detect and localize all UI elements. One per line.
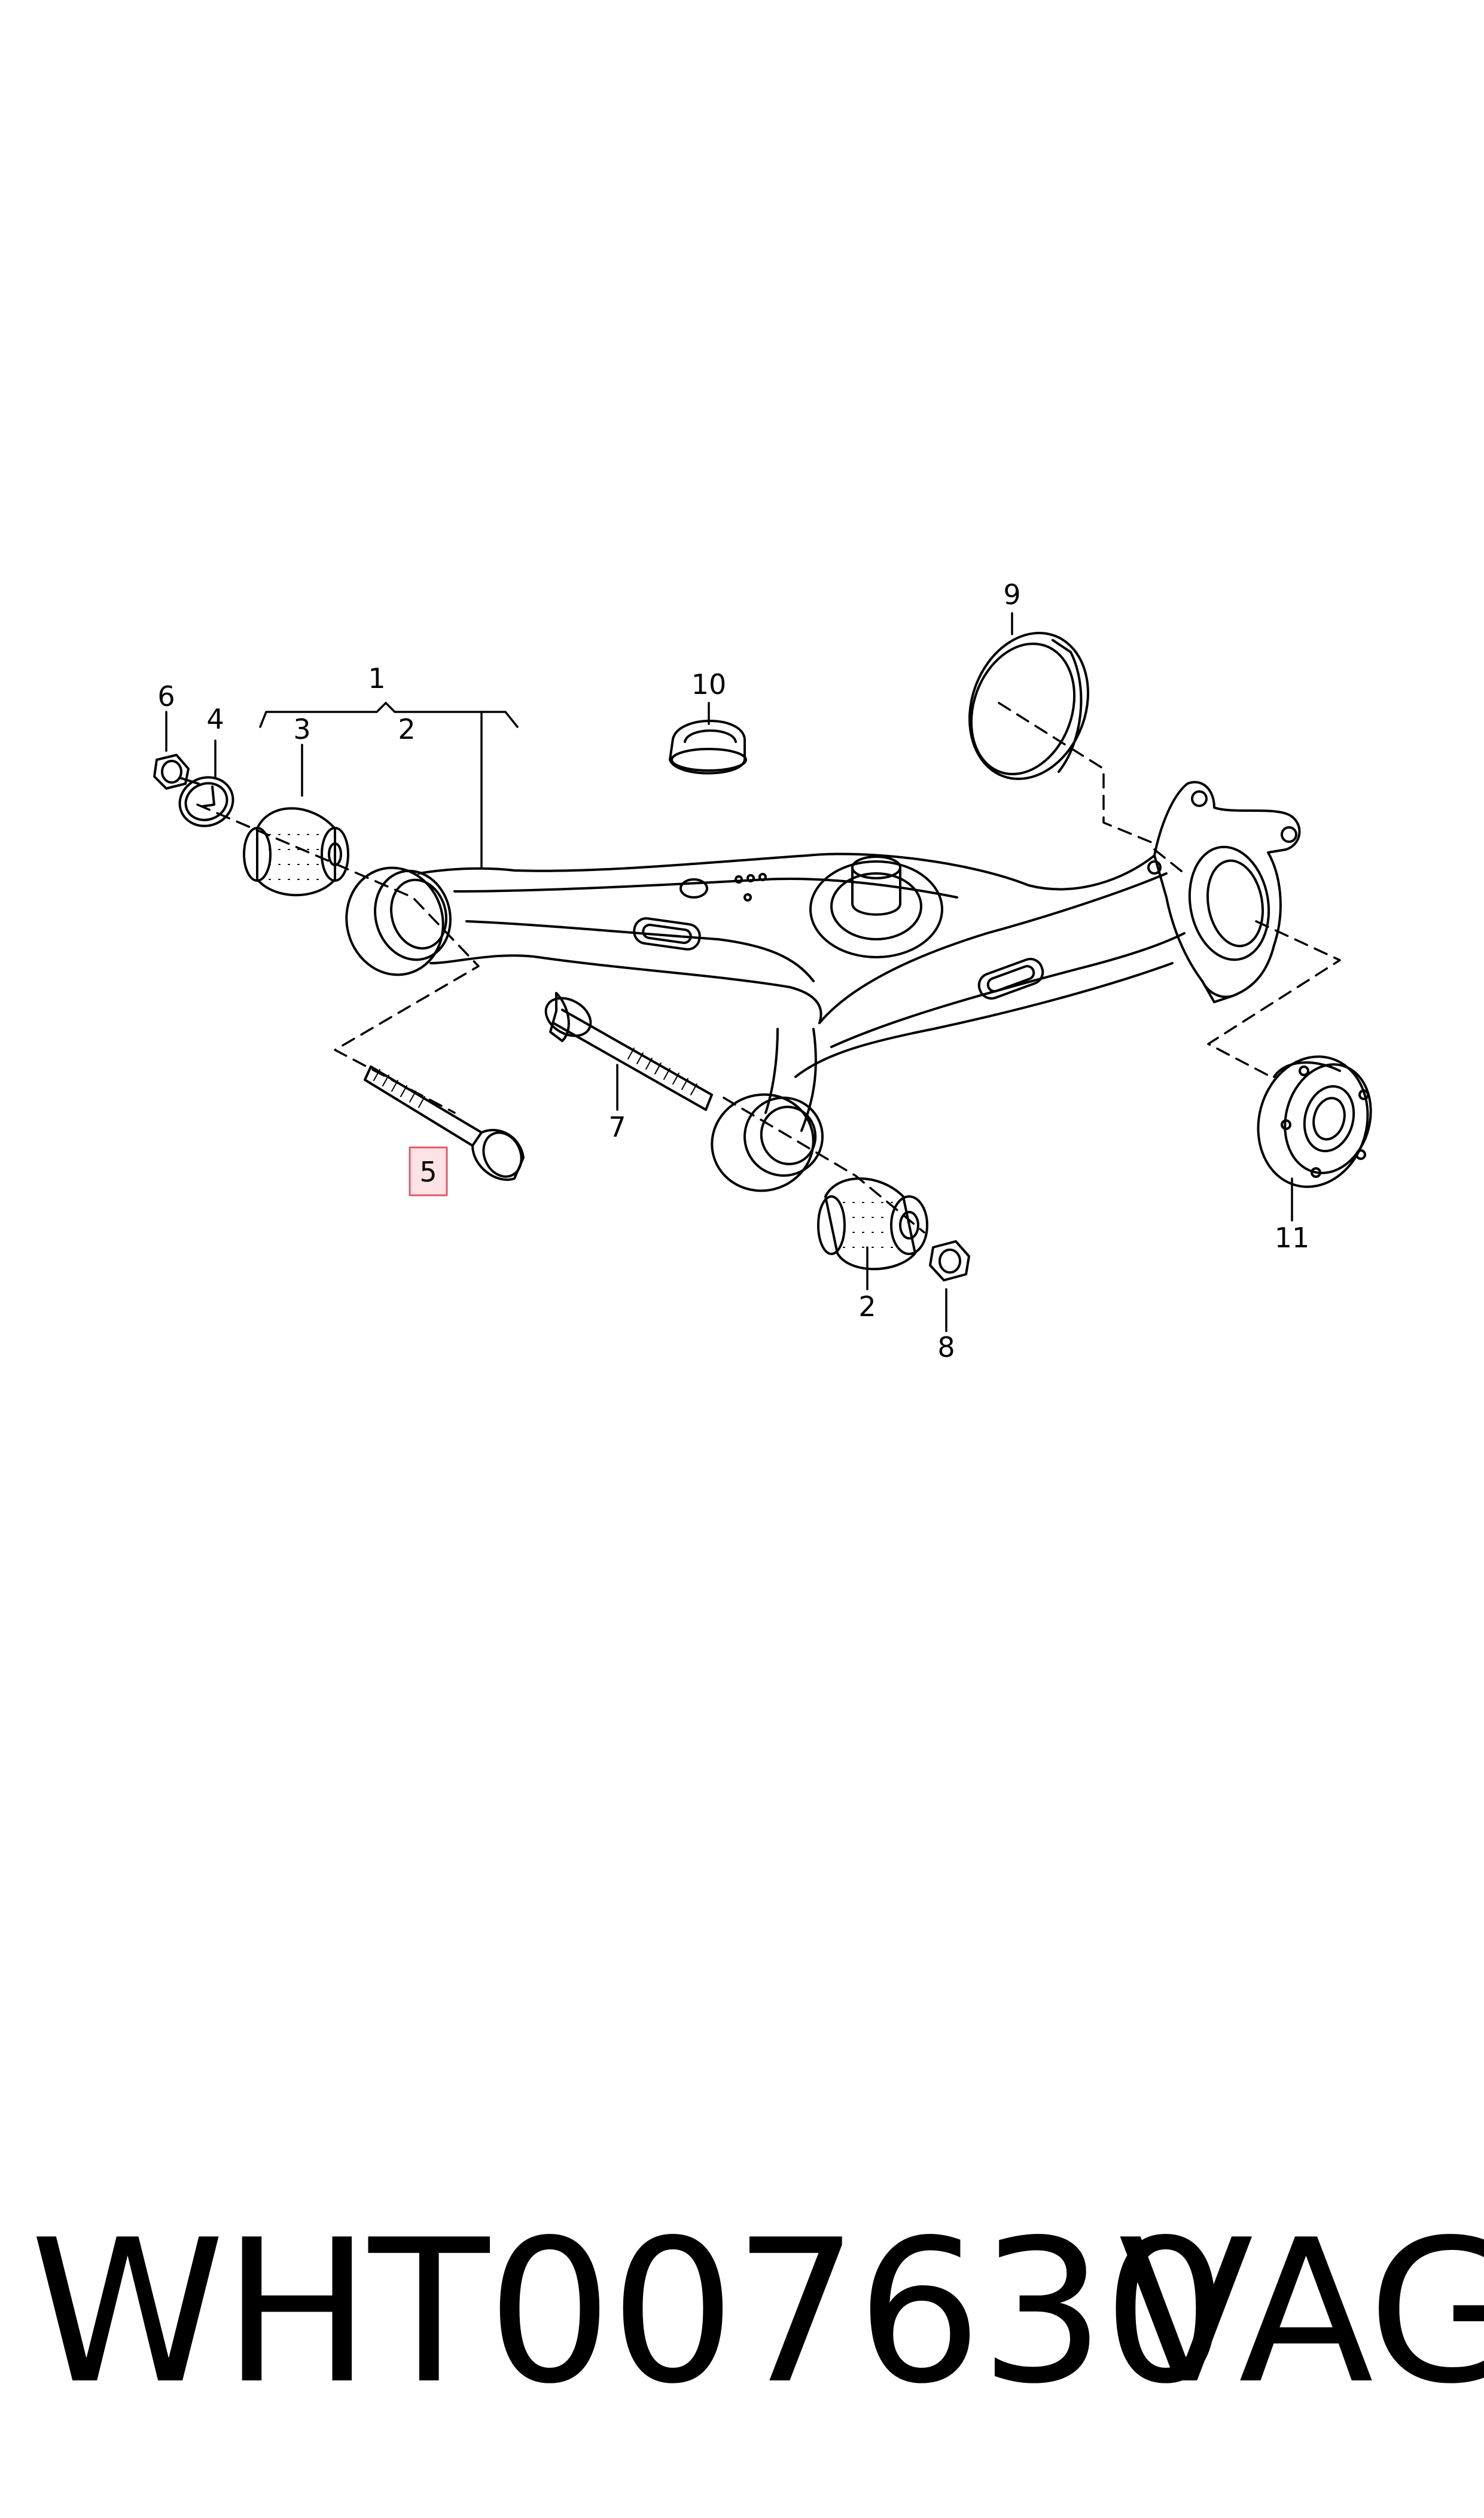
callout-2-bottom: 2: [858, 1290, 876, 1323]
wishbone-arm: [418, 852, 1186, 1132]
callout-1: 1: [368, 662, 385, 695]
part-4-washer: [178, 776, 234, 827]
wheel-carrier: [1147, 781, 1301, 1003]
callout-3: 3: [293, 713, 310, 745]
part-5-highlight-box: [409, 1146, 448, 1196]
part-3-bush: [243, 807, 349, 897]
callout-8: 8: [937, 1331, 955, 1363]
part-8-nut: [929, 1240, 970, 1281]
part-9-seal-ring: [968, 632, 1089, 780]
leader-lines: [165, 612, 1293, 1332]
part-10-plug: [669, 720, 747, 775]
part-11-wheel-hub: [1257, 1055, 1372, 1188]
part-2-bush: [817, 1177, 928, 1271]
rear-bush-eye: [711, 1093, 824, 1192]
front-bush-eye: [345, 866, 452, 976]
callout-4: 4: [206, 703, 224, 735]
part-5-bolt: [364, 1065, 525, 1181]
part-number: WHT007630: [30, 2197, 1229, 2427]
callout-5: 5: [419, 1156, 437, 1188]
callout-10: 10: [691, 668, 727, 701]
assembly-dashed-lines: [196, 702, 1341, 1234]
callout-7: 7: [608, 1111, 626, 1143]
part-7-bolt: [544, 992, 713, 1111]
callout-6: 6: [157, 680, 175, 713]
brand-name: VAG: [1119, 2197, 1484, 2427]
part-6-nut: [153, 754, 200, 790]
callout-11: 11: [1275, 1222, 1310, 1254]
callout-2-top: 2: [398, 713, 415, 745]
callout-labels: 1 2 3 4 5 6 7 8 9 10 11 2: [157, 578, 1309, 1363]
callout-9: 9: [1003, 578, 1020, 611]
